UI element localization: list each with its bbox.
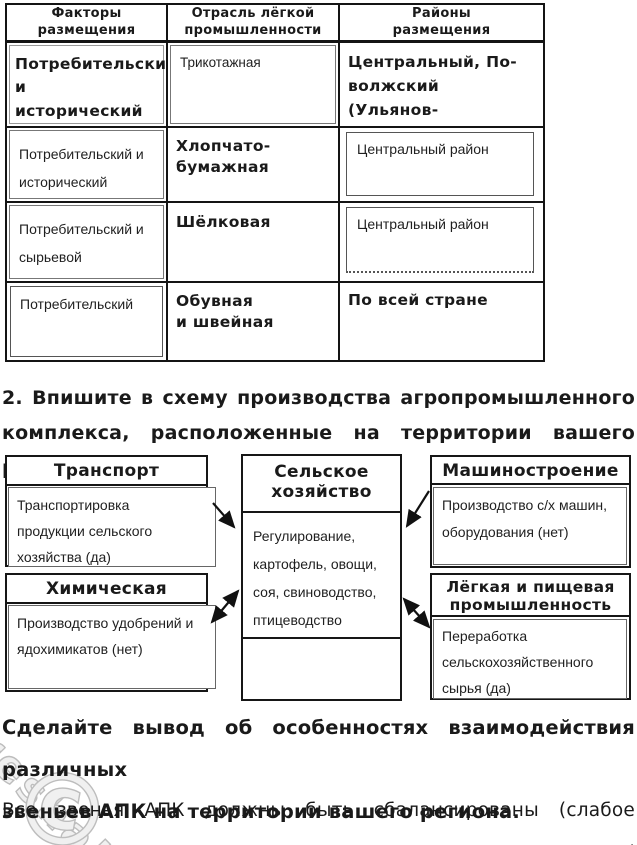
- light-food-title-line2: промышленность: [449, 596, 612, 615]
- light-food-answer-box: Переработка сельскохозяйственного сырья …: [433, 619, 627, 699]
- answer-box: Потребительский и сырьевой: [9, 205, 164, 279]
- industry-4-line1: Обувная: [176, 292, 254, 310]
- light-industry-table: Факторы размещения Отрасль лёгкой промыш…: [5, 3, 545, 362]
- transport-title: Транспорт: [7, 457, 206, 486]
- chemical-title: Химическая: [7, 575, 206, 604]
- industry-1-text: Трикотажная: [180, 55, 261, 70]
- header-cell-regions: Районы размещения: [340, 5, 543, 43]
- regions-3-text: Центральный район: [357, 216, 489, 232]
- table-cell-factor-4: Потребительский: [7, 283, 168, 360]
- transport-answer-box: Транспортировка продукции сельского хозя…: [8, 487, 216, 567]
- table-cell-industry-3: Шёлковая: [168, 203, 340, 283]
- agriculture-answer-box: Регулирование, картофель, овощи, соя, св…: [243, 513, 400, 639]
- conclusion-prompt: Сделайте вывод об особенностях взаимодей…: [2, 707, 635, 833]
- table-cell-regions-4: По всей стране: [340, 283, 543, 360]
- answer-box: Потребительский: [10, 286, 163, 357]
- diagram-box-agriculture: Сельское хозяйство Регулирование, картоф…: [241, 454, 402, 701]
- answer-box: Трикотажная: [170, 45, 336, 124]
- header-cell-factors: Факторы размещения: [7, 5, 168, 43]
- light-food-title-line1: Лёгкая и пищевая: [446, 578, 615, 596]
- factor-1-line2: и исторический: [15, 78, 143, 120]
- table-cell-regions-2: Центральный район: [340, 128, 543, 203]
- industry-2-line2: бумажная: [176, 157, 270, 176]
- arrow-machinery-to-agriculture: [405, 490, 430, 528]
- factor-1-line1: Потребительский: [15, 55, 168, 73]
- factor-4-text: Потребительский: [20, 296, 134, 312]
- table-cell-factor-2: Потребительский и исторический: [7, 128, 168, 203]
- table-cell-industry-2: Хлопчато- бумажная: [168, 128, 340, 203]
- answer-box: Потребительский и исторический: [9, 130, 164, 199]
- task-2-line1: 2. Впишите в схему производства агропром…: [2, 387, 635, 409]
- regions-1-line3: ская область): [348, 122, 535, 126]
- conclusion-prompt-line2: звеньев АПК на территории вашего региона…: [2, 800, 520, 823]
- header-regions-line2: размещения: [392, 22, 491, 38]
- transport-answer-text: Транспортировка продукции сельского хозя…: [17, 497, 153, 565]
- answer-box: Центральный район: [346, 207, 534, 273]
- industry-2-line1: Хлопчато-: [176, 137, 271, 155]
- industry-3-text: Шёлковая: [176, 213, 271, 231]
- header-cell-industry: Отрасль лёгкой промышленности: [168, 5, 340, 43]
- diagram-box-transport: Транспорт Транспортировка продукции сель…: [5, 455, 216, 567]
- regions-2-text: Центральный район: [357, 141, 489, 157]
- agriculture-answer-text: Регулирование, картофель, овощи, соя, св…: [253, 528, 377, 628]
- header-regions-line1: Районы: [412, 6, 471, 22]
- regions-1-line2: волжский (Ульянов-: [348, 77, 440, 120]
- table-cell-factor-3: Потребительский и сырьевой: [7, 203, 168, 283]
- diagram-box-light-food: Лёгкая и пищевая промышленность Перерабо…: [430, 573, 631, 700]
- agriculture-title: Сельское хозяйство: [243, 456, 400, 513]
- machinery-answer-box: Производство с/х машин, оборудования (не…: [433, 487, 627, 565]
- arrow-lightfood-agriculture-both: [402, 597, 431, 629]
- table-cell-regions-1: Центральный, По- волжский (Ульянов- ская…: [340, 43, 543, 128]
- header-factors-line2: размещения: [37, 22, 136, 38]
- header-industry-line2: промышленности: [184, 22, 322, 38]
- light-food-title: Лёгкая и пищевая промышленность: [432, 575, 629, 617]
- light-food-answer-text: Переработка сельскохозяйственного сырья …: [442, 628, 594, 696]
- chemical-answer-text: Производство удобрений и ядохимикатов (н…: [17, 615, 194, 657]
- factor-2-text: Потребительский и исторический: [19, 146, 144, 190]
- arrow-transport-to-agriculture: [212, 502, 236, 529]
- header-factors-line1: Факторы: [51, 6, 122, 22]
- table-cell-factor-1: Потребительский и исторический: [7, 43, 168, 128]
- regions-4-text: По всей стране: [348, 291, 488, 309]
- conclusion-answer-line1: Все звенья АПК должны быть сбалансирован…: [2, 800, 635, 845]
- factor-3-text: Потребительский и сырьевой: [19, 221, 144, 265]
- answer-box: Центральный район: [346, 132, 534, 196]
- conclusion-answer: Все звенья АПК должны быть сбалансирован…: [2, 790, 635, 845]
- table-cell-regions-3: Центральный район: [340, 203, 543, 283]
- machinery-answer-text: Производство с/х машин, оборудования (не…: [442, 497, 608, 540]
- chemical-answer-box: Производство удобрений и ядохимикатов (н…: [8, 605, 216, 689]
- machinery-title: Машиностроение: [432, 457, 629, 485]
- regions-1-line1: Центральный, По-: [348, 53, 518, 71]
- diagram-box-machinery: Машиностроение Производство с/х машин, о…: [430, 455, 631, 568]
- agriculture-title-line2: хозяйство: [271, 482, 372, 503]
- agriculture-title-line1: Сельское: [274, 462, 369, 482]
- conclusion-prompt-line1: Сделайте вывод об особенностях взаимодей…: [2, 716, 635, 781]
- table-cell-industry-1: Трикотажная: [168, 43, 340, 128]
- header-industry-line1: Отрасль лёгкой: [191, 6, 315, 22]
- answer-box: Потребительский и исторический: [9, 45, 168, 124]
- table-cell-industry-4: Обувная и швейная: [168, 283, 340, 360]
- industry-4-line2: и швейная: [176, 312, 274, 331]
- diagram-box-chemical: Химическая Производство удобрений и ядох…: [5, 573, 216, 692]
